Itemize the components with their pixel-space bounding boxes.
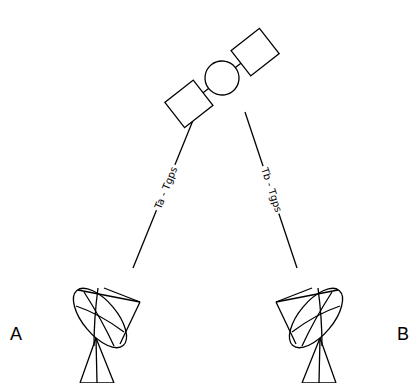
station-label: B (397, 325, 409, 343)
signal-line (245, 112, 297, 268)
dish-antenna (276, 279, 352, 383)
dish-antenna (64, 279, 140, 383)
signal-line (133, 108, 198, 268)
satellite-symbol (164, 28, 279, 129)
signal-label: Tb - Tgps (257, 164, 284, 216)
station-label: A (10, 325, 22, 343)
signal-label: Ta - Tgps (151, 163, 180, 213)
